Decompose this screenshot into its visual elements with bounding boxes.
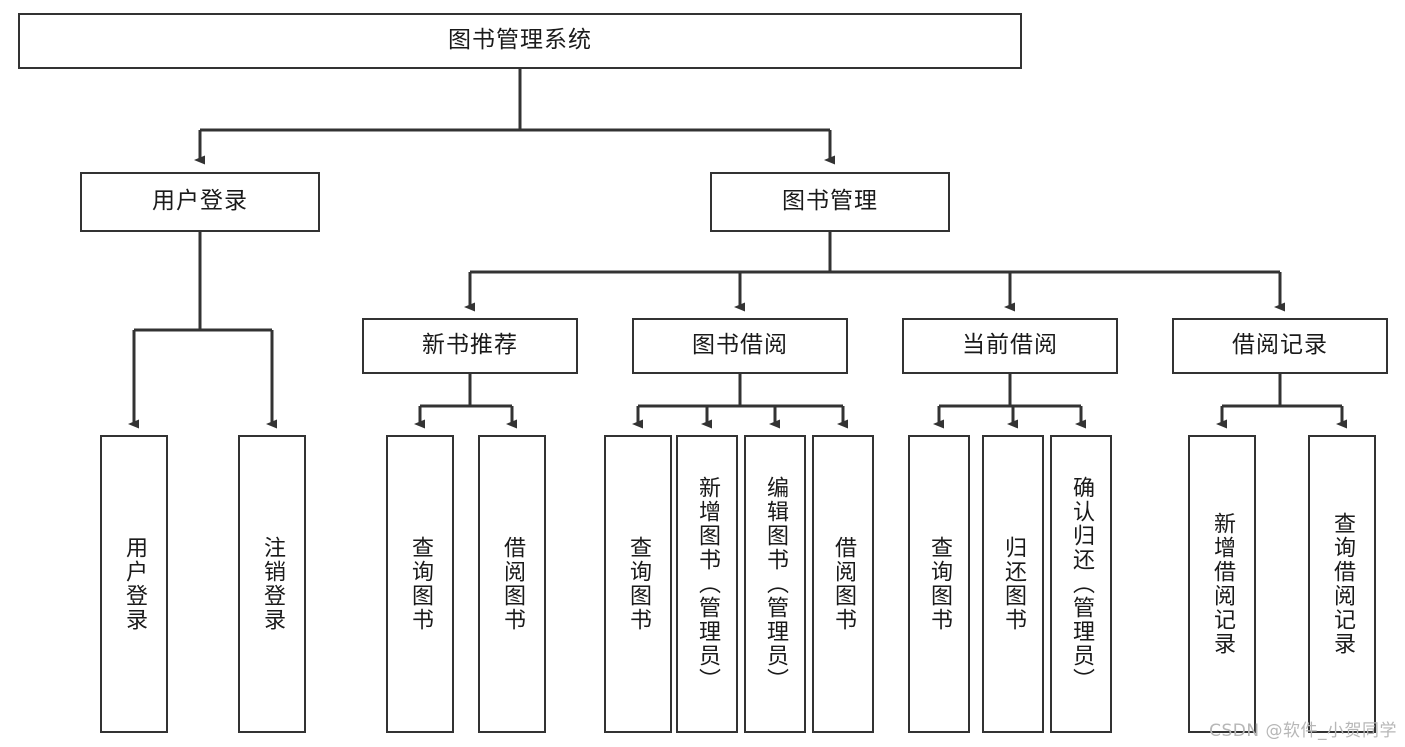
leaf-confirm-return-admin[interactable]: 确认归还（管理员）: [1050, 435, 1112, 733]
leaf-borrow-book-newbook[interactable]: 借阅图书: [478, 435, 546, 733]
leaf-add-book-admin-label: 新增图书（管理员）: [694, 476, 720, 692]
node-book-management[interactable]: 图书管理: [710, 172, 950, 232]
leaf-query-book-borrow[interactable]: 查询图书: [604, 435, 672, 733]
leaf-confirm-return-admin-label: 确认归还（管理员）: [1068, 476, 1094, 692]
leaf-query-book-newbook-label: 查询图书: [407, 536, 433, 632]
leaf-borrow-book-label: 借阅图书: [830, 536, 856, 632]
node-book-management-label: 图书管理: [782, 188, 878, 215]
leaf-query-borrow-record-label: 查询借阅记录: [1329, 512, 1355, 656]
node-new-book-recommend-label: 新书推荐: [422, 332, 518, 359]
leaf-add-book-admin[interactable]: 新增图书（管理员）: [676, 435, 738, 733]
leaf-logout[interactable]: 注销登录: [238, 435, 306, 733]
leaf-borrow-book[interactable]: 借阅图书: [812, 435, 874, 733]
node-borrow-records-label: 借阅记录: [1232, 332, 1328, 359]
leaf-user-login[interactable]: 用户登录: [100, 435, 168, 733]
leaf-logout-label: 注销登录: [259, 536, 285, 632]
node-current-borrow-label: 当前借阅: [962, 332, 1058, 359]
node-book-borrow-label: 图书借阅: [692, 332, 788, 359]
leaf-borrow-book-newbook-label: 借阅图书: [499, 536, 525, 632]
leaf-add-borrow-record-label: 新增借阅记录: [1209, 512, 1235, 656]
node-user-login-label: 用户登录: [152, 188, 248, 215]
node-new-book-recommend[interactable]: 新书推荐: [362, 318, 578, 374]
leaf-user-login-label: 用户登录: [121, 536, 147, 632]
leaf-return-book-label: 归还图书: [1000, 536, 1026, 632]
node-root[interactable]: 图书管理系统: [18, 13, 1022, 69]
node-user-login[interactable]: 用户登录: [80, 172, 320, 232]
node-book-borrow[interactable]: 图书借阅: [632, 318, 848, 374]
node-borrow-records[interactable]: 借阅记录: [1172, 318, 1388, 374]
node-root-label: 图书管理系统: [448, 27, 592, 54]
leaf-query-book-current-label: 查询图书: [926, 536, 952, 632]
leaf-edit-book-admin-label: 编辑图书（管理员）: [762, 476, 788, 692]
leaf-add-borrow-record[interactable]: 新增借阅记录: [1188, 435, 1256, 733]
leaf-query-borrow-record[interactable]: 查询借阅记录: [1308, 435, 1376, 733]
leaf-query-book-borrow-label: 查询图书: [625, 536, 651, 632]
leaf-query-book-newbook[interactable]: 查询图书: [386, 435, 454, 733]
node-current-borrow[interactable]: 当前借阅: [902, 318, 1118, 374]
leaf-query-book-current[interactable]: 查询图书: [908, 435, 970, 733]
leaf-edit-book-admin[interactable]: 编辑图书（管理员）: [744, 435, 806, 733]
leaf-return-book[interactable]: 归还图书: [982, 435, 1044, 733]
